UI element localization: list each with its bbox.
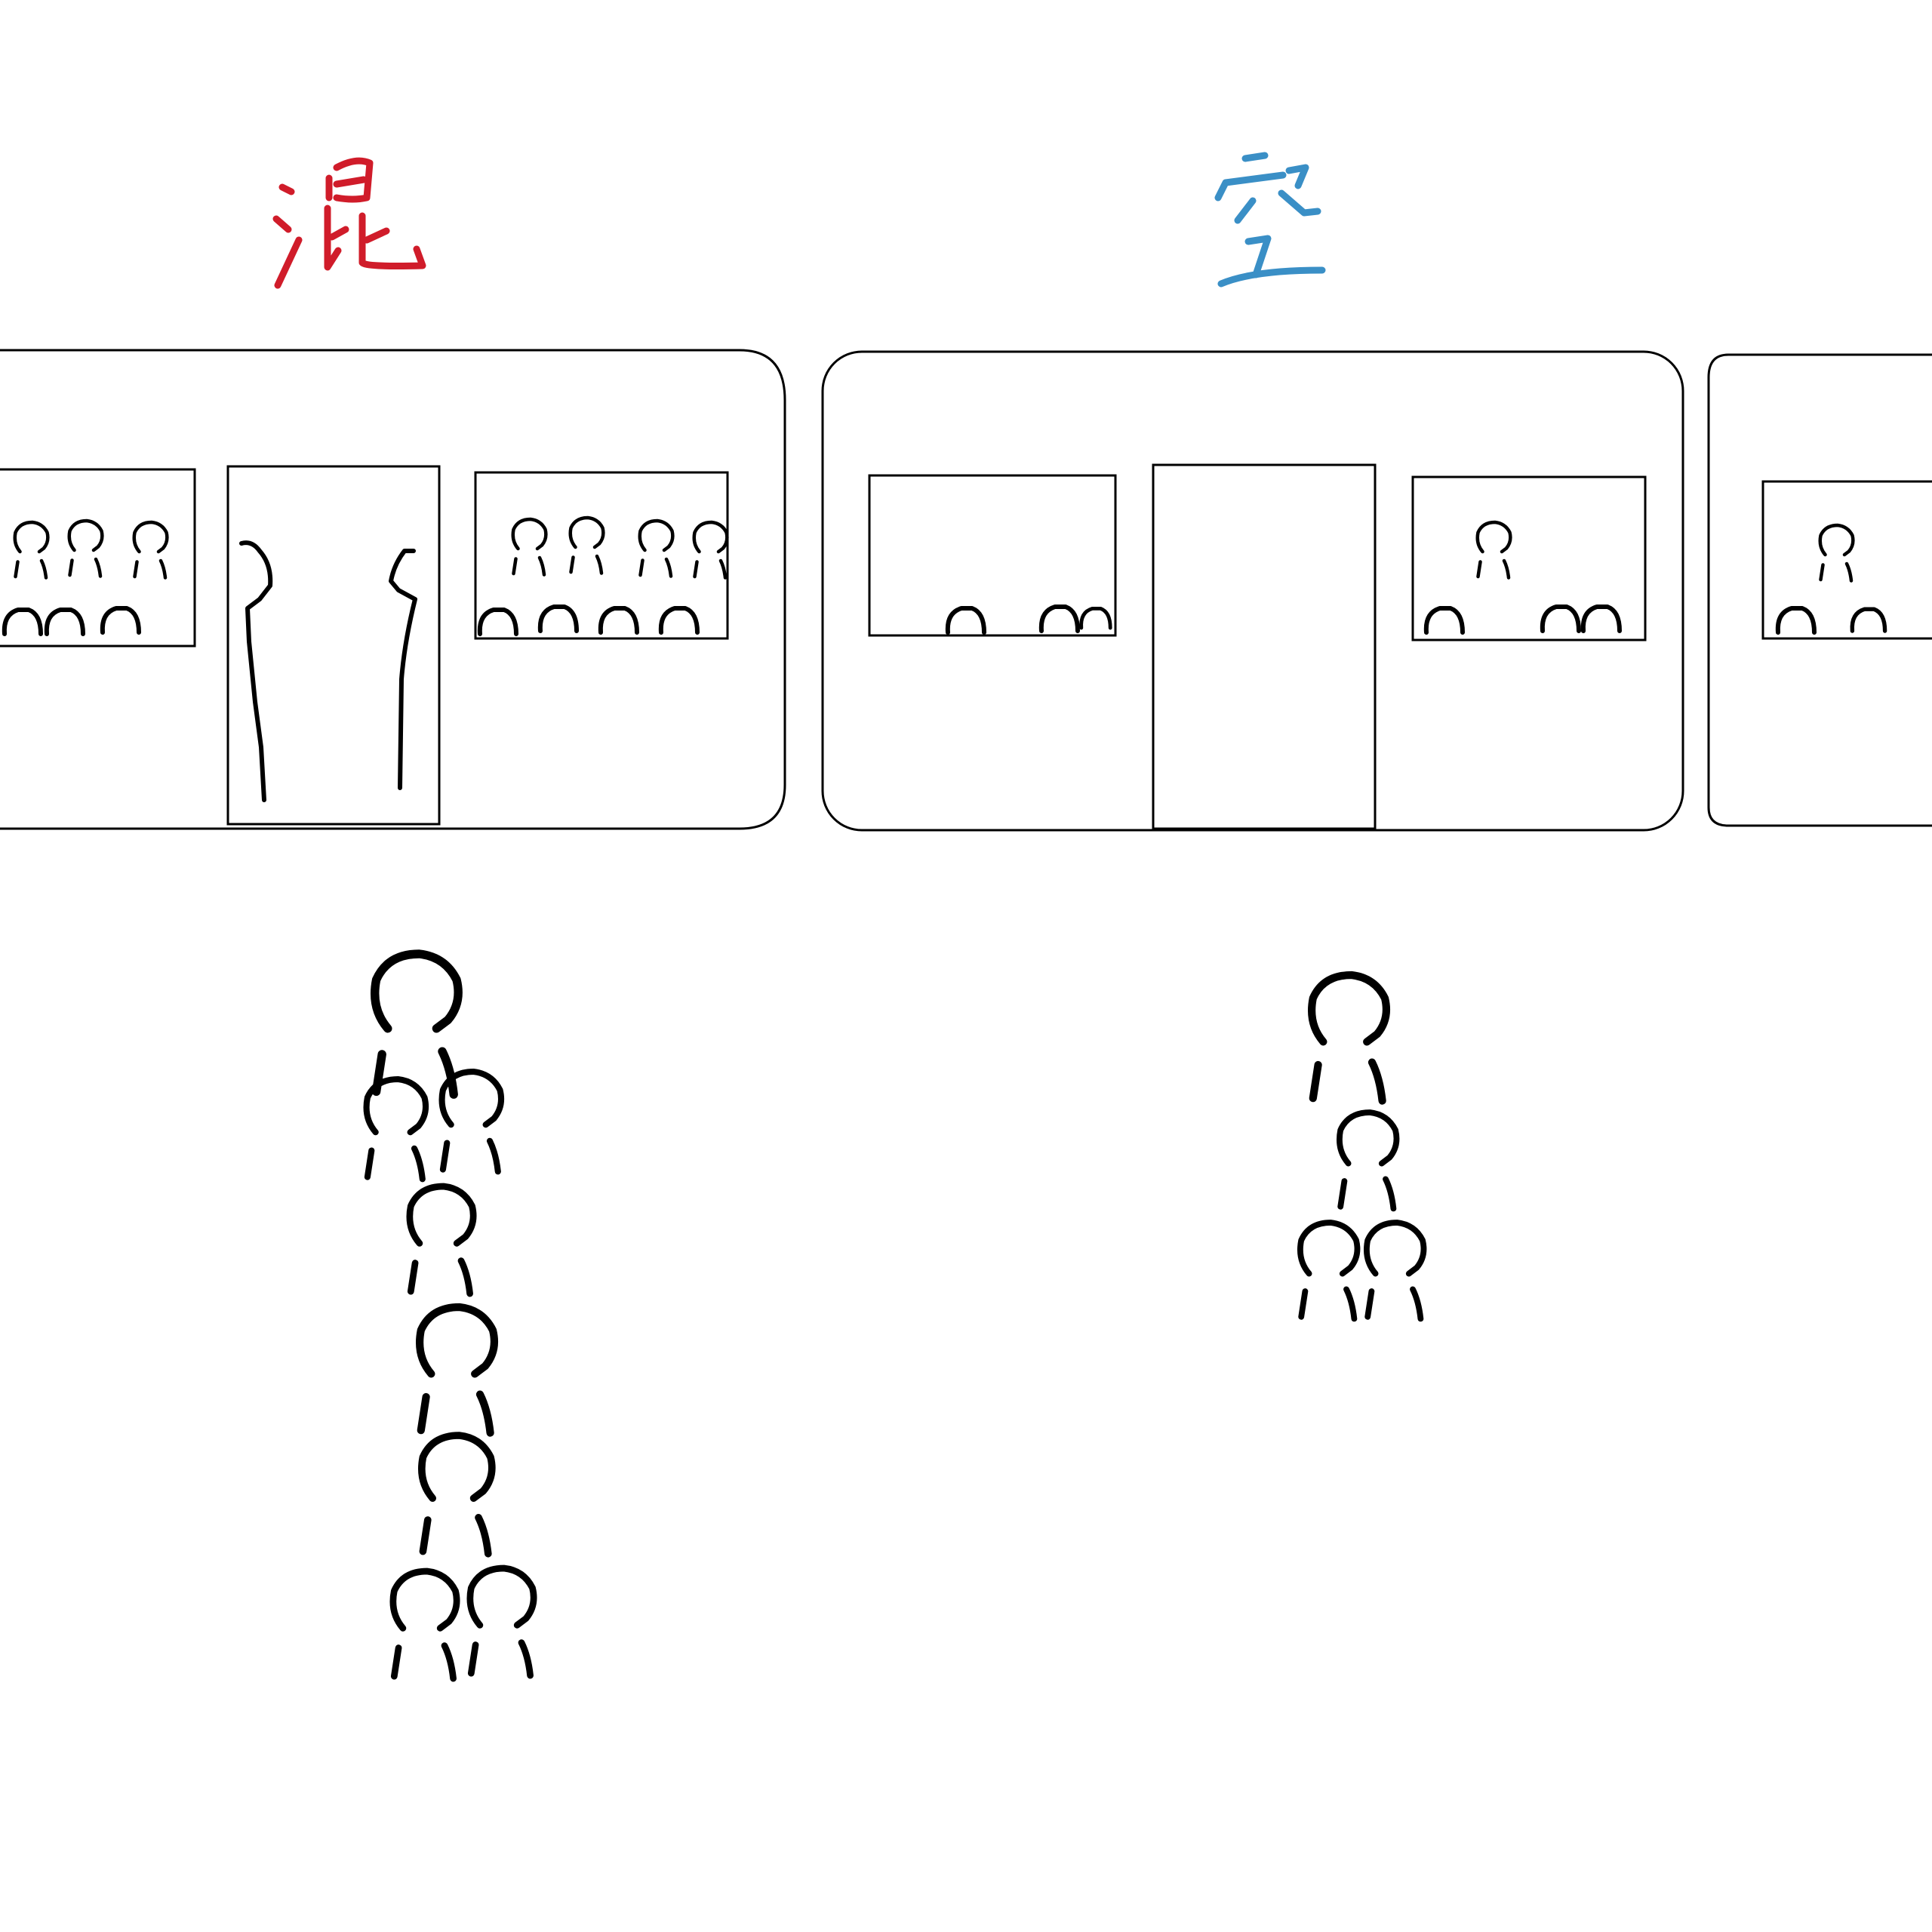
door-crowded bbox=[226, 465, 441, 826]
train-car-next bbox=[1707, 353, 1932, 827]
queue-person-empty bbox=[1364, 1220, 1427, 1322]
passenger-crowded bbox=[13, 520, 50, 580]
passenger-crowded-seated bbox=[2, 608, 43, 636]
queue-person-crowded bbox=[416, 1303, 499, 1437]
window-crowded-left bbox=[0, 468, 196, 648]
passenger-crowded bbox=[132, 520, 169, 580]
passenger-crowded-seated bbox=[44, 608, 85, 636]
passenger-crowded bbox=[692, 520, 729, 580]
passenger-next-seated bbox=[1775, 606, 1817, 635]
passenger-crowded-seated bbox=[598, 606, 639, 635]
passenger-crowded bbox=[638, 518, 675, 578]
passenger-empty-seated bbox=[1540, 605, 1581, 633]
queue-person-crowded bbox=[406, 1183, 477, 1297]
queue-person-crowded bbox=[438, 1068, 505, 1175]
passenger-crowded-seated bbox=[537, 605, 579, 633]
passenger-crowded bbox=[568, 515, 605, 575]
queue-person-crowded bbox=[466, 1564, 537, 1679]
door-empty bbox=[1152, 463, 1377, 830]
passenger-empty bbox=[1475, 520, 1512, 580]
passenger-crowded bbox=[67, 518, 104, 578]
queue-person-crowded bbox=[418, 1432, 496, 1558]
passenger-next-seated bbox=[1850, 607, 1887, 633]
train-car-crowded bbox=[0, 349, 786, 830]
passenger-crowded-seated bbox=[477, 608, 518, 636]
passenger-empty-seated bbox=[1423, 606, 1465, 635]
window-empty-right bbox=[1411, 475, 1647, 641]
passenger-next bbox=[1818, 523, 1855, 583]
queue-person-empty bbox=[1297, 1220, 1361, 1322]
train-car-empty bbox=[821, 350, 1684, 832]
window-empty-left bbox=[868, 474, 1117, 637]
window-next bbox=[1761, 480, 1932, 640]
people-layer bbox=[2, 515, 1887, 1682]
passenger-crowded bbox=[511, 517, 548, 577]
passenger-empty-seated bbox=[1079, 606, 1112, 630]
passenger-crowded-seated bbox=[100, 606, 141, 635]
passenger-crowded-seated bbox=[658, 606, 700, 635]
passenger-empty-seated bbox=[945, 606, 986, 635]
queue-person-crowded bbox=[389, 1567, 460, 1682]
queue-person-empty bbox=[1337, 1109, 1400, 1212]
queue-person-crowded bbox=[371, 949, 463, 1099]
label-crowded: 混 bbox=[272, 157, 426, 289]
queue-person-crowded bbox=[363, 1075, 429, 1183]
queue-person-empty bbox=[1308, 971, 1391, 1105]
label-empty: 空 bbox=[1214, 152, 1326, 288]
passenger-empty-seated bbox=[1038, 605, 1080, 633]
window-crowded-right bbox=[474, 471, 729, 640]
passenger-empty-seated bbox=[1580, 605, 1622, 633]
